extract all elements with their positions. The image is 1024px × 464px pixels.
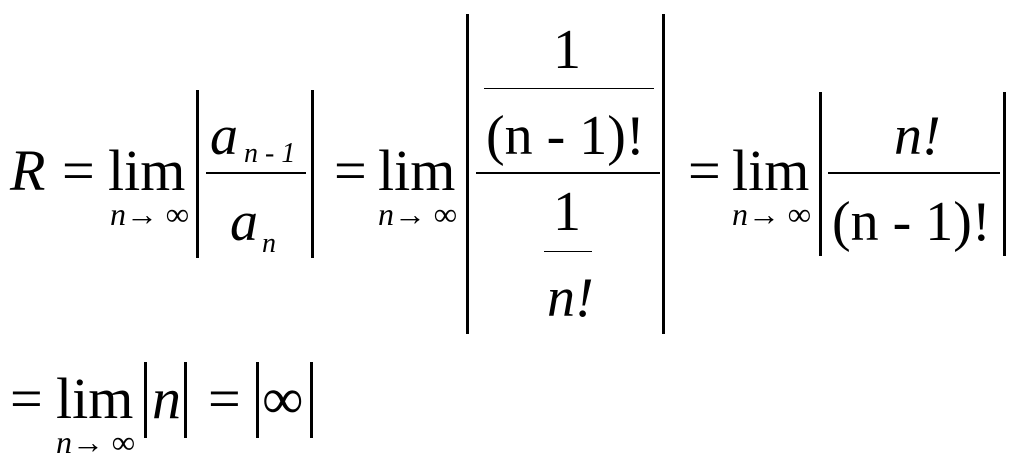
top-denominator-factorial: (n - 1)! (486, 105, 645, 167)
fraction-bar-main (476, 172, 660, 174)
radius-symbol: R (10, 138, 46, 203)
equals-sign-5: = (208, 366, 241, 431)
abs-bar-right-1 (311, 90, 314, 258)
abs-bar-left-3 (819, 92, 822, 256)
abs-bar-left-4 (144, 362, 147, 438)
abs-bar-right-5 (310, 362, 313, 438)
numerator-a: a (210, 105, 238, 167)
lim-subscript-3: n→ ∞ (732, 196, 811, 232)
fraction-bar-bottom-inner (544, 251, 592, 252)
equals-sign-2: = (334, 138, 367, 203)
fraction-bar-3 (828, 172, 1000, 174)
lim-subscript-2: n→ ∞ (378, 196, 457, 232)
abs-bar-right-4 (184, 362, 187, 438)
bottom-denominator-factorial: n! (547, 267, 594, 329)
abs-bar-right-2 (662, 14, 665, 334)
fraction-bar-top-inner (484, 88, 654, 89)
lim-operator-2: lim (378, 138, 456, 203)
lim-subscript-4: n→ ∞ (56, 424, 135, 460)
fraction-bar-1 (206, 172, 306, 174)
lim-subscript-1: n→ ∞ (110, 196, 189, 232)
lim-operator-4: lim (56, 366, 134, 431)
denominator-n-minus-1-factorial: (n - 1)! (832, 191, 991, 253)
numerator-n-factorial: n! (894, 105, 941, 167)
denominator-a: a (230, 191, 258, 253)
equals-sign-4: = (10, 366, 43, 431)
abs-bar-left-1 (196, 90, 199, 258)
equals-sign-1: = (62, 138, 95, 203)
abs-bar-right-3 (1003, 92, 1006, 256)
bottom-numerator-one: 1 (553, 181, 581, 243)
equals-sign-3: = (688, 138, 721, 203)
top-numerator-one: 1 (553, 19, 581, 81)
lim-operator-3: lim (732, 138, 810, 203)
abs-n: n (152, 366, 181, 431)
lim-operator-1: lim (108, 138, 186, 203)
abs-bar-left-5 (256, 362, 259, 438)
infinity-result: ∞ (262, 366, 304, 431)
denominator-subscript: n (262, 228, 276, 259)
abs-bar-left-2 (466, 14, 469, 334)
numerator-subscript: n - 1 (244, 138, 296, 169)
